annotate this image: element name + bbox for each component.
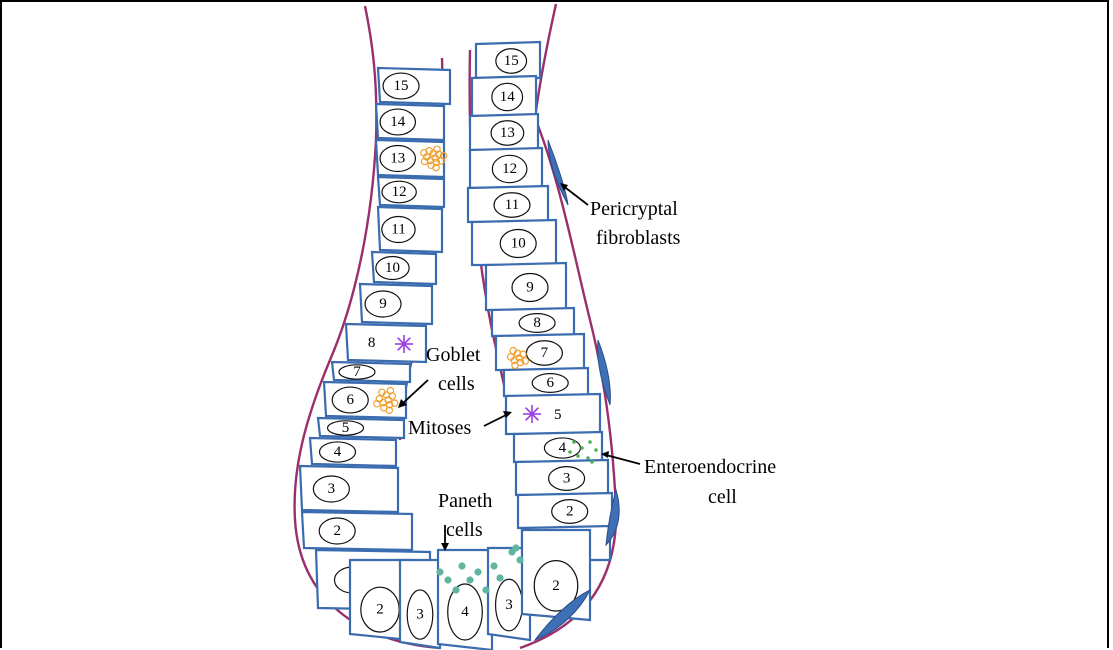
paneth-granule	[516, 556, 523, 563]
right-cell-3: 3	[516, 460, 608, 495]
right-cell-12: 12	[470, 148, 542, 188]
right-cell-8: 8	[492, 308, 574, 336]
left-cell-3: 3	[300, 466, 398, 512]
cell-number: 2	[552, 578, 560, 594]
enteroendocrine-granule	[572, 440, 576, 444]
right-cell-9: 9	[486, 263, 566, 310]
cell-number: 4	[334, 444, 342, 460]
cell-number: 7	[353, 364, 361, 380]
cell-number: 6	[546, 375, 554, 391]
paneth-granule	[466, 576, 473, 583]
right-cell-2: 2	[518, 493, 612, 528]
cell-number: 15	[504, 53, 519, 69]
cell-number: 13	[390, 151, 405, 167]
enteroendocrine-granule	[588, 440, 592, 444]
right-cell-15: 15	[476, 42, 540, 78]
label-paneth-2: cells	[446, 519, 483, 541]
enteroendocrine-granule	[576, 454, 580, 458]
cell-number: 14	[390, 114, 406, 130]
left-cell-8: 8	[346, 324, 426, 362]
cell-number: 8	[533, 315, 541, 331]
label-pericryptal-1: Pericryptal	[590, 198, 678, 220]
paneth-granule	[458, 562, 465, 569]
fibroblast-1	[548, 140, 568, 205]
left-cell-5: 5	[318, 418, 404, 438]
arrow-enteroendocrine	[606, 455, 640, 464]
cell-number: 8	[368, 335, 376, 351]
arrow-mitoses	[484, 414, 508, 426]
enteroendocrine-granule	[568, 450, 572, 454]
cell-number: 3	[328, 481, 336, 497]
right-cell-11: 11	[468, 186, 548, 222]
cell-number: 13	[500, 125, 515, 141]
cell-number: 4	[461, 604, 469, 620]
label-enteroendocrine-1: Enteroendocrine	[644, 456, 776, 478]
mitosis-left-8	[395, 335, 413, 353]
cell-number: 9	[379, 296, 387, 312]
enteroendocrine-granule	[586, 456, 590, 460]
left-cell-10: 10	[372, 252, 436, 284]
left-cell-13: 13	[376, 140, 444, 177]
cell-number: 9	[526, 280, 534, 296]
label-mitoses: Mitoses	[408, 417, 472, 439]
cell-number: 12	[502, 161, 517, 177]
cell-number: 5	[342, 420, 350, 436]
right-cell-10: 10	[472, 220, 556, 265]
paneth-granule	[512, 544, 519, 551]
label-enteroendocrine-2: cell	[708, 486, 737, 508]
right-cell-13: 13	[470, 114, 538, 150]
left-cell-12: 12	[378, 177, 444, 207]
cell-number: 2	[376, 602, 384, 618]
right-cell-14: 14	[472, 76, 536, 116]
paneth-granule	[436, 568, 443, 575]
paneth-granule	[496, 574, 503, 581]
enteroendocrine-granule	[594, 448, 598, 452]
cell-number: 14	[500, 89, 516, 105]
cell-number: 11	[391, 222, 405, 238]
label-paneth-1: Paneth	[438, 490, 492, 512]
left-cell-7: 7	[332, 362, 410, 382]
left-cell-15: 15	[378, 68, 450, 104]
base-cell-2: 3	[400, 560, 440, 648]
cell-number: 2	[566, 504, 574, 520]
label-goblet-1: Goblet	[426, 344, 481, 366]
left-cell-9: 9	[360, 284, 432, 324]
cell-number: 5	[554, 407, 562, 423]
enteroendocrine-granule	[580, 446, 584, 450]
label-pericryptal-2: fibroblasts	[596, 227, 681, 249]
right-cell-5: 5	[506, 394, 600, 434]
left-cell-11: 11	[378, 207, 442, 252]
right-cell-6: 6	[504, 368, 588, 396]
left-cell-14: 14	[376, 104, 444, 140]
paneth-granule	[490, 562, 497, 569]
paneth-granule	[482, 586, 489, 593]
cell-number: 3	[563, 471, 571, 487]
right-cell-7: 7	[496, 334, 584, 370]
cell-number: 12	[392, 184, 407, 200]
cell-number: 4	[559, 440, 567, 456]
mitosis-right-5	[523, 405, 541, 423]
cell-number: 3	[505, 597, 513, 613]
cell-number: 15	[394, 78, 409, 94]
paneth-granule	[444, 576, 451, 583]
left-cell-4: 4	[310, 438, 396, 466]
cell-number: 2	[333, 523, 341, 539]
label-goblet-2: cells	[438, 373, 475, 395]
cell-number: 11	[505, 197, 519, 213]
left-cell-2: 2	[302, 512, 412, 550]
cell-number: 7	[541, 345, 549, 361]
cell-number: 10	[511, 236, 526, 252]
enteroendocrine-granule	[590, 460, 594, 464]
cell-body	[346, 324, 426, 362]
cell-number: 3	[416, 607, 424, 623]
cell-body	[302, 512, 412, 550]
cell-number: 6	[346, 392, 354, 408]
paneth-granule	[452, 586, 459, 593]
paneth-granule	[474, 568, 481, 575]
cell-number: 10	[385, 260, 400, 276]
